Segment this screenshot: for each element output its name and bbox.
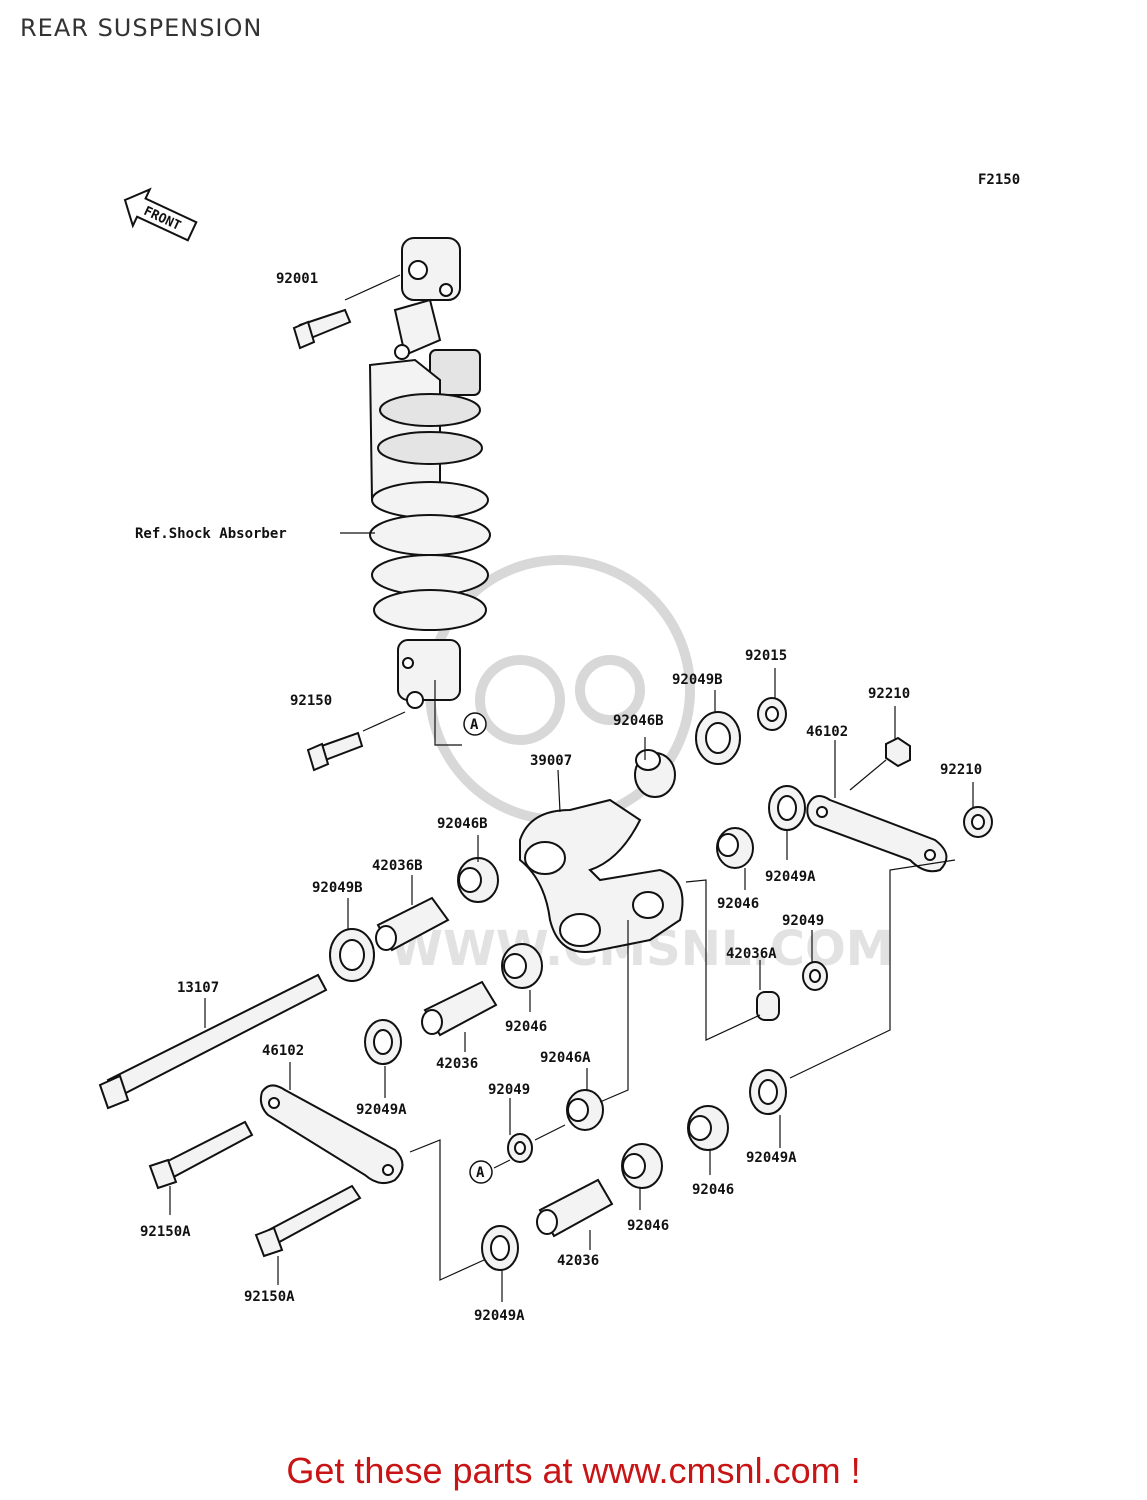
seal-92049A-left[interactable] [364,1019,402,1065]
parts-diagram: WWW.CMSNL.COM F2150 FRONT [98,172,1020,1324]
bolt-92150A-b[interactable] [254,1184,362,1258]
washer-92015[interactable] [757,697,787,731]
label-92046-lower2[interactable]: 92046 [627,1218,669,1234]
collar-42036A[interactable] [756,991,780,1021]
svg-text:A: A [476,1165,485,1181]
leader-lines [169,274,974,1302]
label-42036-lower[interactable]: 42036 [557,1253,599,1269]
bolt-92150[interactable] [306,731,364,772]
figure-code: F2150 [978,172,1020,188]
label-39007[interactable]: 39007 [530,753,572,769]
bearing-92046-lower2[interactable] [621,1143,663,1189]
label-42036B[interactable]: 42036B [372,858,423,874]
marker-a-bottom: A [469,1160,493,1184]
label-92049A-right[interactable]: 92049A [765,869,816,885]
promo-link[interactable]: Get these parts at www.cmsnl.com ! [286,1450,861,1491]
bearing-92046A[interactable] [566,1089,604,1131]
label-42036A[interactable]: 42036A [726,946,777,962]
bearing-92046B-mid[interactable] [457,857,499,903]
front-arrow-icon: FRONT [123,187,198,242]
label-46102-left[interactable]: 46102 [262,1043,304,1059]
label-92049A-left[interactable]: 92049A [356,1102,407,1118]
washer-92049-right[interactable] [802,961,828,991]
bolt-92150A-a[interactable] [148,1120,254,1190]
shaft-13107[interactable] [98,973,328,1110]
sleeve-42036-lower[interactable] [536,1178,614,1238]
label-92001[interactable]: 92001 [276,271,318,287]
svg-text:A: A [470,717,479,733]
nut-92210-a[interactable] [885,736,911,768]
label-92046B-top[interactable]: 92046B [613,713,664,729]
marker-a-top: A [463,712,487,736]
label-92150A-b[interactable]: 92150A [244,1289,295,1305]
tie-rod-46102-right[interactable] [806,795,948,873]
label-13107[interactable]: 13107 [177,980,219,996]
label-92210-a[interactable]: 92210 [868,686,910,702]
label-92150A-a[interactable]: 92150A [140,1224,191,1240]
bearing-92046-right[interactable] [716,827,754,869]
label-92049B-left[interactable]: 92049B [312,880,363,896]
sleeve-42036B[interactable] [375,896,450,952]
label-92046A[interactable]: 92046A [540,1050,591,1066]
shock-absorber[interactable] [368,237,491,709]
ref-shock-absorber-label: Ref.Shock Absorber [135,526,287,542]
seal-92049A-bottomright[interactable] [749,1069,787,1115]
page-title: REAR SUSPENSION [20,14,263,42]
label-92046-right[interactable]: 92046 [717,896,759,912]
label-42036-mid[interactable]: 42036 [436,1056,478,1072]
bearing-92046-lower1[interactable] [687,1105,729,1151]
seal-92049B-top[interactable] [695,711,741,765]
label-92049-right[interactable]: 92049 [782,913,824,929]
nut-92210-b[interactable] [963,806,993,838]
label-92046B-mid[interactable]: 92046B [437,816,488,832]
label-92049A-lower[interactable]: 92049A [474,1308,525,1324]
label-46102-right[interactable]: 46102 [806,724,848,740]
sleeve-42036-mid[interactable] [421,980,498,1037]
bearing-92046B-top[interactable] [634,749,676,798]
seal-92049A-lower[interactable] [481,1225,519,1271]
rocker-arm-39007[interactable] [519,798,684,953]
tie-rod-46102-left[interactable] [259,1084,404,1185]
label-92210-b[interactable]: 92210 [940,762,982,778]
label-92150[interactable]: 92150 [290,693,332,709]
label-92049B-top[interactable]: 92049B [672,672,723,688]
bolt-92001[interactable] [292,308,352,350]
label-92015[interactable]: 92015 [745,648,787,664]
seal-92049B-left[interactable] [329,928,375,982]
label-92049-center[interactable]: 92049 [488,1082,530,1098]
label-92049A-bottomright[interactable]: 92049A [746,1150,797,1166]
label-92046-lower1[interactable]: 92046 [692,1182,734,1198]
washer-92049-center[interactable] [507,1133,533,1163]
label-92046-mid[interactable]: 92046 [505,1019,547,1035]
seal-92049A-right[interactable] [768,785,806,831]
bearing-92046-mid[interactable] [501,943,543,989]
